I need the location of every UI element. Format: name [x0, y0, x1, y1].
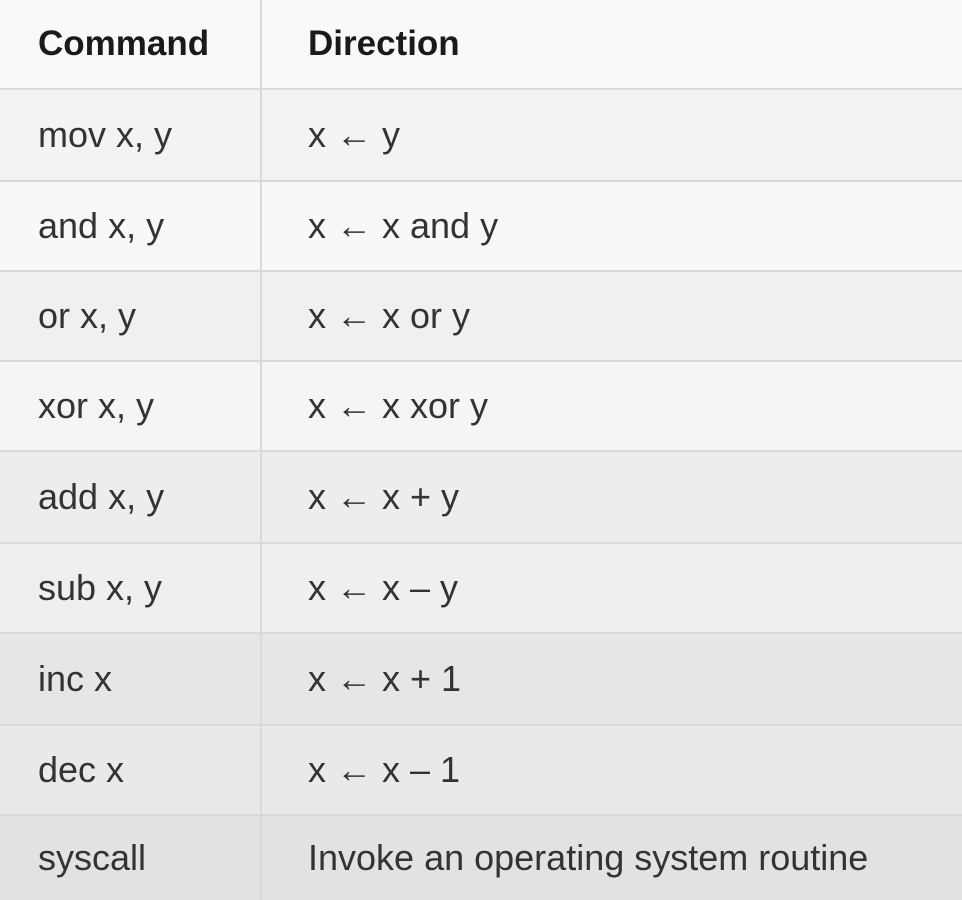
command-cell: sub x, y — [0, 544, 262, 632]
command-cell: mov x, y — [0, 90, 262, 180]
direction-cell: x ← x or y — [308, 295, 471, 336]
column-header-direction: Direction — [308, 24, 460, 63]
table-row: add x, y x ← x + y — [0, 450, 962, 542]
table-row: dec x x ← x – 1 — [0, 724, 962, 814]
table-row: inc x x ← x + 1 — [0, 632, 962, 724]
direction-cell: x ← y — [308, 114, 401, 155]
direction-cell: x ← x and y — [308, 205, 499, 246]
direction-cell: x ← x + 1 — [308, 658, 462, 699]
direction-cell: x ← x xor y — [308, 385, 489, 426]
table-header-row: Command Direction — [0, 0, 962, 88]
column-header-command: Command — [0, 0, 262, 88]
table-row: mov x, y x ← y — [0, 88, 962, 180]
table-row: xor x, y x ← x xor y — [0, 360, 962, 450]
direction-cell: x ← x – 1 — [308, 749, 461, 790]
command-cell: dec x — [0, 726, 262, 814]
table-row: sub x, y x ← x – y — [0, 542, 962, 632]
command-cell: and x, y — [0, 182, 262, 270]
direction-cell: x ← x – y — [308, 567, 459, 608]
command-cell: inc x — [0, 634, 262, 724]
table-row: or x, y x ← x or y — [0, 270, 962, 360]
command-cell: or x, y — [0, 272, 262, 360]
command-cell: syscall — [0, 816, 262, 900]
command-cell: add x, y — [0, 452, 262, 542]
direction-cell: Invoke an operating system routine — [308, 837, 869, 878]
direction-cell: x ← x + y — [308, 476, 460, 517]
table-row: syscall Invoke an operating system routi… — [0, 814, 962, 900]
table-row: and x, y x ← x and y — [0, 180, 962, 270]
command-cell: xor x, y — [0, 362, 262, 450]
